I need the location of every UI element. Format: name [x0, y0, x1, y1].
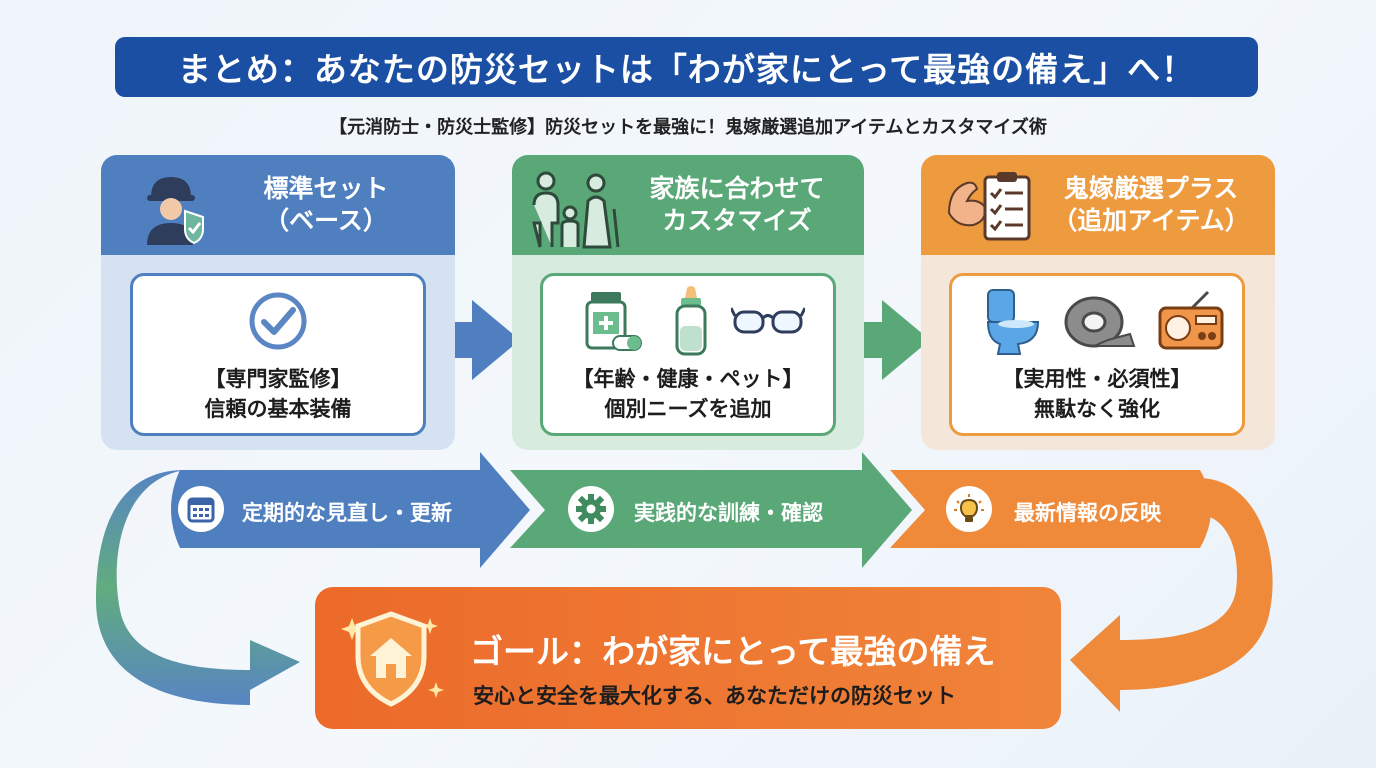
card-standard-line2: 信頼の基本装備	[204, 397, 352, 421]
page-subtitle: 【元消防士・防災士監修】防災セットを最強に！鬼嫁厳選追加アイテムとカスタマイズ術	[329, 117, 1047, 138]
card-standard: 【専門家監修】 信頼の基本装備	[130, 273, 426, 436]
goal-subtitle: 安心と安全を最大化する、あなただけの防災セット	[473, 684, 956, 708]
arrow-green-to-orange	[836, 300, 930, 380]
column-standard-title-line2: （ベース）	[264, 206, 388, 235]
card-customize-line1: 【年齢・健康・ペット】	[572, 367, 804, 391]
right-loop-arrow	[1070, 478, 1273, 712]
cycle-label-latest-info: 最新情報の反映	[1014, 501, 1161, 525]
firefighter-icon	[147, 177, 204, 245]
calendar-icon	[187, 497, 215, 523]
medicine-icon	[585, 292, 642, 351]
card-plus-line1: 【実用性・必須性】	[1002, 367, 1192, 391]
glasses-icon	[731, 307, 805, 334]
cycle-icon-gear	[568, 486, 614, 532]
tape-roll-icon	[1064, 296, 1136, 348]
goal-box	[315, 587, 1061, 729]
page-title: まとめ：あなたの防災セットは「わが家にとって最強の備え」へ！	[115, 37, 1258, 97]
family-icon	[532, 171, 620, 249]
shield-house-icon	[341, 611, 444, 707]
check-circle-icon	[249, 292, 307, 350]
card-customize: 【年齢・健康・ペット】 個別ニーズを追加	[540, 273, 836, 436]
column-customize-title: 家族に合わせて カスタマイズ	[622, 173, 852, 237]
cycle-icon-calendar	[178, 486, 224, 532]
column-plus-header: 鬼嫁厳選プラス （追加アイテム）	[921, 155, 1275, 255]
column-plus-title-line1: 鬼嫁厳選プラス	[1063, 174, 1239, 203]
cycle-label-review: 定期的な見直し・更新	[242, 501, 452, 525]
column-standard-header: 標準セット （ベース）	[101, 155, 455, 255]
column-standard-title: 標準セット （ベース）	[211, 173, 441, 237]
card-standard-line1: 【専門家監修】	[204, 367, 352, 391]
goal-title: ゴール：わが家にとって最強の備え	[470, 632, 996, 671]
lightbulb-icon	[954, 494, 984, 522]
gear-icon	[576, 494, 606, 524]
baby-bottle-icon	[675, 286, 707, 356]
cycle-band-green	[510, 452, 912, 568]
radio-icon	[1158, 290, 1224, 350]
cycle-label-training: 実践的な訓練・確認	[634, 501, 823, 525]
cycle-band-blue	[171, 452, 530, 568]
muscle-clipboard-icon	[947, 172, 1031, 241]
toilet-icon	[986, 289, 1040, 355]
column-standard-title-line1: 標準セット	[263, 174, 389, 203]
cycle-icon-lightbulb	[946, 486, 992, 532]
column-plus-title-line2: （追加アイテム）	[1052, 206, 1250, 235]
card-customize-line2: 個別ニーズを追加	[604, 397, 772, 421]
card-plus: 【実用性・必須性】 無駄なく強化	[949, 273, 1245, 436]
column-customize-title-line2: カスタマイズ	[662, 206, 812, 235]
column-plus-title: 鬼嫁厳選プラス （追加アイテム）	[1031, 173, 1271, 237]
column-customize-title-line1: 家族に合わせて	[649, 174, 825, 203]
card-plus-line2: 無駄なく強化	[1034, 397, 1160, 421]
arrow-blue-to-green	[426, 300, 520, 380]
column-customize-header: 家族に合わせて カスタマイズ	[512, 155, 864, 255]
